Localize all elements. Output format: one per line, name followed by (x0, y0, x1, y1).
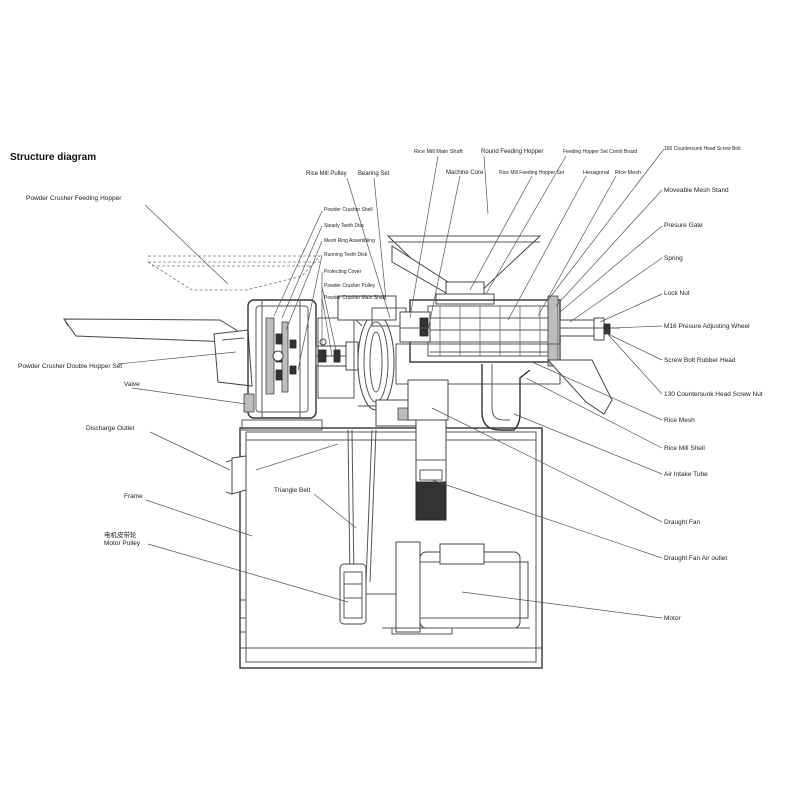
label-running-teeth-disk: Running Teeth Disk (324, 252, 368, 258)
label-moveable-mesh-stand: Moveable Mesh Stand (664, 187, 729, 194)
label-steady-teeth-disc: Steady Teeth Disc (324, 223, 365, 229)
label-triangle-belt: Triangle Belt (274, 487, 310, 494)
rice-mill-body-drawing (386, 235, 620, 521)
label-presure-gate: Presure Gate (664, 222, 703, 229)
label-countersunk-165: 165 Countersunk Head Screw Bolt (664, 146, 741, 152)
label-countersunk-130: 130 Countersunk Head Screw Nut (664, 391, 763, 398)
label-valve: Valve (124, 381, 140, 388)
label-mesh-ring-assembling: Mesh Ring Assembling (324, 238, 375, 244)
label-rice-mesh: Rice Mesh (664, 417, 695, 424)
labels: Powder Crusher Feeding Hopper Powder Cru… (18, 146, 763, 622)
label-motor-pulley-cn: 电机皮带轮 (104, 530, 137, 539)
motor-drawing (339, 541, 530, 635)
label-screw-bolt-rubber-head: Screw Bolt Rubber Head (664, 357, 736, 364)
discharge-outlet-drawing (225, 455, 247, 495)
label-feeding-hopper-set-control-board: Feeding Hopper Set Contrl Board (563, 149, 637, 155)
label-powder-crusher-feeding-hopper: Powder Crusher Feeding Hopper (26, 195, 122, 202)
label-machine-core: Machine Core (446, 170, 484, 176)
label-draught-fan-air-outlet: Draught Fan Air outlet (664, 555, 727, 562)
label-air-intake-tube: Air Intake Tube (664, 471, 708, 478)
label-powder-crusher-main-shaft: Powder Crusher Main Shaft (324, 295, 386, 301)
label-rice-mill-main-shaft: Rice Mill Main Shaft (414, 149, 463, 155)
label-motor-pulley: Motor Pulley (104, 540, 141, 547)
triangle-belt-drawing (347, 429, 377, 583)
label-powder-crusher-shell: Powder Crusher Shell (324, 207, 373, 213)
label-draught-fan: Draught Fan (664, 519, 701, 526)
powder-crusher-drawing (63, 255, 363, 419)
label-powder-crusher-double-hopper-set: Powder Crusher Double Hopper Set (18, 363, 122, 370)
label-rice-mill-shell: Rice Mill Shell (664, 445, 705, 452)
label-discharge-outlet: Discharge Outlet (86, 425, 135, 432)
label-m16-adjusting-wheel: M16 Presure Adjusting Wheel (664, 323, 750, 330)
label-rice-mesh-top: Rice Mesh (615, 170, 641, 176)
label-rice-mill-feeding-hopper-set: Rice Mill Feeding Hopper Set (499, 170, 565, 176)
frame-drawing (239, 419, 543, 669)
label-lock-nut: Lock Nut (664, 290, 690, 297)
label-spring: Spring (664, 255, 683, 262)
label-rice-mill-pulley: Rice Mill Pulley (306, 171, 347, 177)
label-protecting-cover: Protecting Cover (324, 269, 362, 275)
diagram-title: Structure diagram (10, 152, 96, 163)
label-bearing-set: Bearing Set (358, 171, 390, 177)
label-powder-crusher-pulley: Powder Crusher Pulley (324, 283, 376, 289)
label-motor: Motor (664, 615, 681, 622)
leader-lines (117, 148, 665, 619)
label-hexagonal: Hexagonal (583, 170, 609, 176)
label-frame: Frame (124, 493, 143, 500)
label-round-feeding-hopper: Round Feeding Hopper (481, 149, 543, 155)
